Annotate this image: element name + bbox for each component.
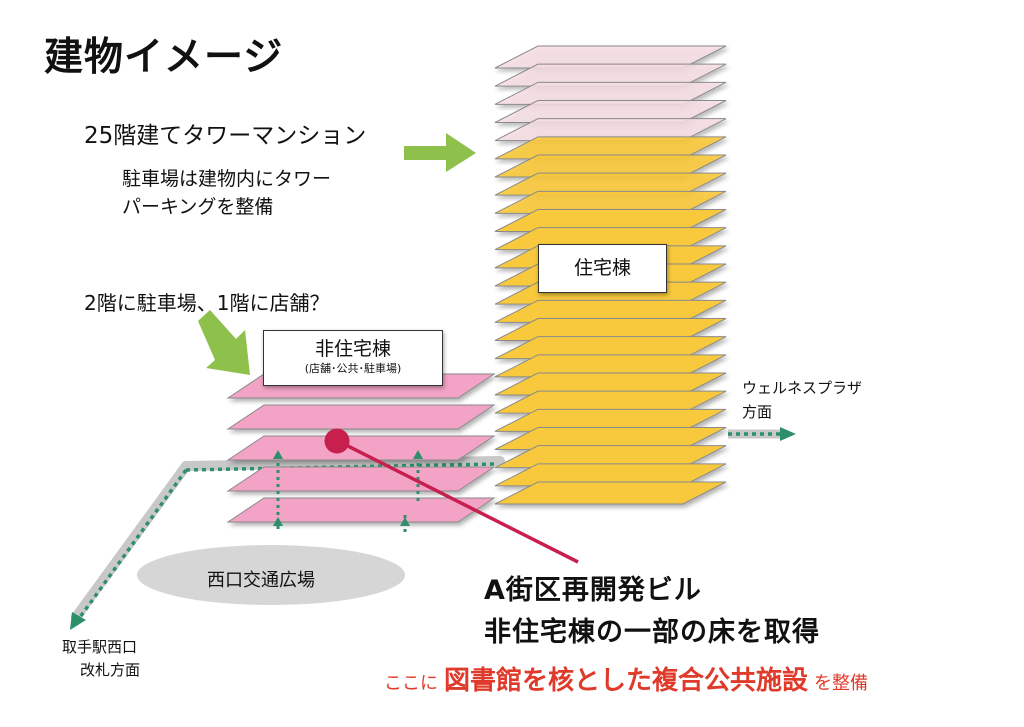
podium-description: 2階に駐車場、1階に店舗？	[84, 291, 330, 315]
callout-building: A街区再開発ビル	[484, 575, 702, 606]
podium-pointer-arrow	[198, 310, 250, 375]
parking-note-line1: 駐車場は建物内にタワー	[122, 168, 332, 190]
wellness-arrowhead	[780, 427, 796, 441]
podium-floor	[226, 497, 496, 523]
callout-floor-note: 非住宅棟の一部の床を取得	[484, 617, 820, 648]
facility-name: 図書館を核とした複合公共施設	[444, 666, 809, 696]
wellness-path	[728, 427, 796, 441]
callout-line	[337, 439, 579, 564]
podium-connector-arrowheads	[273, 450, 423, 526]
residential-label-text: 住宅棟	[573, 257, 631, 279]
podium-floor	[226, 466, 496, 492]
tower-floors	[494, 45, 727, 505]
station-direction-line1: 取手駅西口	[62, 638, 138, 656]
podium-floor	[226, 404, 496, 430]
tower-pointer-arrow	[404, 133, 476, 172]
tower-description: 25階建てタワーマンション	[84, 123, 367, 149]
nonresidential-label-text: 非住宅棟	[314, 338, 391, 360]
plaza-label: 西口交通広場	[207, 570, 315, 591]
wellness-direction-line1: ウェルネスプラザ	[742, 379, 863, 397]
nonresidential-label: 非住宅棟 (店舗･公共･駐車場)	[263, 330, 443, 386]
callout-marker	[324, 428, 350, 454]
station-arrowhead	[70, 612, 86, 630]
facility-line: ここに図書館を核とした複合公共施設を整備	[384, 660, 868, 697]
nonresidential-sublabel: (店舗･公共･駐車場)	[304, 362, 402, 375]
plaza-shape	[137, 545, 405, 605]
residential-label: 住宅棟	[538, 244, 667, 293]
parking-note-line2: パーキングを整備	[122, 196, 274, 218]
station-direction-line2: 改札方面	[80, 661, 141, 679]
facility-suffix: を整備	[814, 673, 869, 694]
page-title: 建物イメージ	[44, 35, 284, 80]
wellness-direction-line2: 方面	[742, 403, 773, 421]
facility-prefix: ここに	[384, 673, 438, 694]
podium-floor	[226, 435, 496, 461]
tower-floor	[494, 481, 727, 505]
